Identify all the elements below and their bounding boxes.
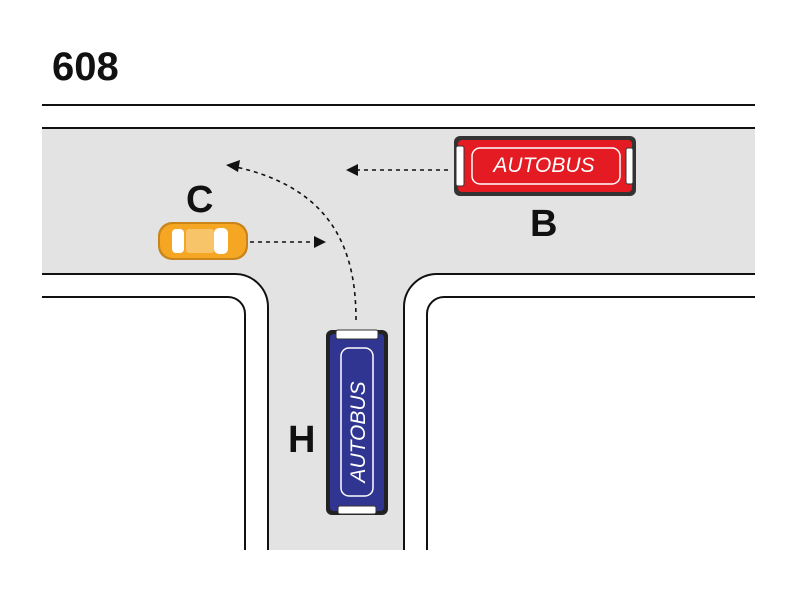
bus-h-label: H — [288, 419, 315, 461]
right-curb — [427, 297, 755, 550]
road — [42, 128, 755, 550]
left-curb — [42, 297, 245, 550]
bus-h-windshield — [336, 330, 378, 339]
bus-h-text: AUTOBUS — [347, 381, 370, 484]
bus-b-label: B — [530, 203, 557, 245]
bus-b: AUTOBUS — [454, 136, 636, 196]
bus-b-windshield — [456, 146, 464, 186]
question-number: 608 — [52, 45, 119, 89]
car-c-label: C — [186, 179, 213, 221]
car-c-rear-window — [172, 229, 184, 253]
car-c-windshield — [214, 228, 228, 254]
bus-b-text: AUTOBUS — [491, 154, 594, 177]
left-edge — [42, 274, 268, 550]
right-edge — [404, 274, 755, 550]
car-c — [158, 222, 248, 260]
bus-h: AUTOBUS — [326, 330, 388, 515]
